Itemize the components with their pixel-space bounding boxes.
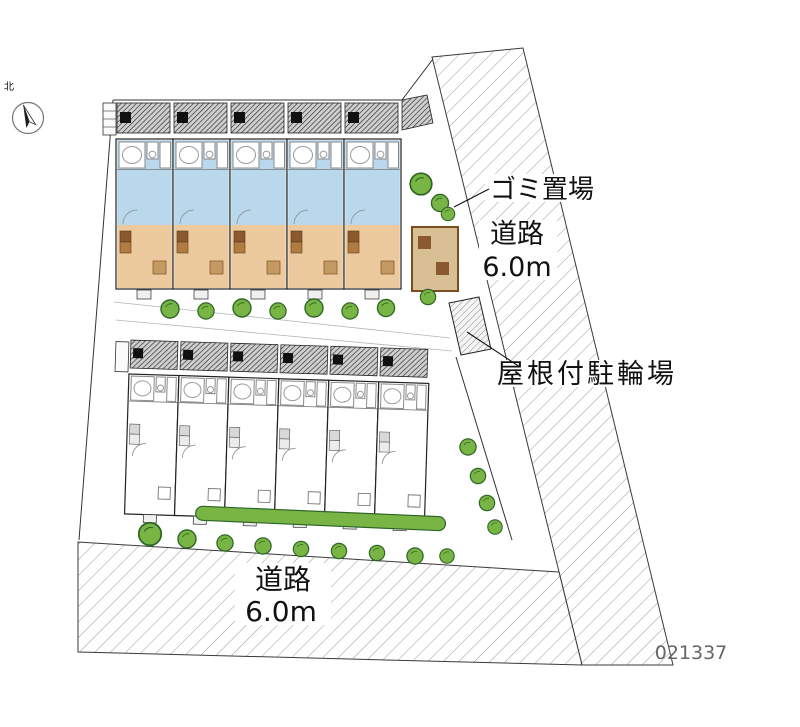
apartment-unit [373, 347, 431, 532]
garbage-label: ゴミ置場 [490, 175, 594, 205]
tree-icon [160, 299, 180, 319]
compass-label: 北 [4, 81, 14, 93]
road-right [431, 47, 674, 666]
garbage-leader-line [453, 188, 490, 208]
garbage-bin [436, 262, 449, 275]
tree-icon [216, 534, 234, 552]
plan-number: 021337 [655, 642, 728, 664]
tree-icon [487, 519, 503, 535]
compass-needle-icon [22, 104, 37, 129]
road-right-width-label: 6.0m [482, 252, 551, 283]
stairs-icon [114, 341, 130, 373]
tree-icon [406, 547, 424, 565]
tree-icon [269, 302, 287, 320]
label-mask [479, 220, 557, 280]
tree-icon [330, 542, 348, 560]
tree-icon [137, 521, 163, 547]
tree-icon [368, 544, 386, 562]
label-mask [485, 174, 597, 202]
apartment-unit [286, 102, 345, 300]
apartment-unit [172, 102, 231, 300]
apartment-unit [273, 344, 331, 529]
apartment-unit [343, 102, 402, 300]
apartment-unit [123, 339, 181, 525]
tree-icon [419, 288, 437, 306]
roof-canopy [401, 94, 434, 131]
tree-icon [177, 529, 197, 549]
bike-parking-label: 屋根付駐輪場 [497, 359, 677, 390]
tree-icon [304, 298, 324, 318]
tree-icon [469, 467, 487, 485]
tree-icon [409, 172, 433, 196]
tree-icon [439, 548, 455, 564]
label-mask [492, 360, 680, 387]
apartment-unit [173, 340, 231, 526]
building-south [114, 339, 431, 532]
road-bottom-label: 道路 [255, 563, 311, 596]
tree-icon [440, 206, 456, 222]
apartment-unit [229, 102, 288, 300]
tree-icon [254, 537, 272, 555]
tree-icon [376, 298, 396, 318]
north-compass: 北 [4, 81, 45, 135]
road-bottom-width-label: 6.0m [245, 595, 317, 628]
garbage-storage-area [411, 226, 459, 292]
site-boundary-line [78, 58, 513, 541]
tree-icon [232, 298, 252, 318]
tree-icon [478, 494, 496, 512]
tree-icon [459, 438, 477, 456]
tree-icon [292, 540, 310, 558]
apartment-unit [115, 102, 174, 300]
bike-parking-leader-line [466, 331, 521, 368]
garbage-bin [418, 236, 431, 249]
tree-icon [341, 302, 359, 320]
apartment-unit [323, 345, 381, 531]
hedge [195, 505, 447, 532]
apartment-unit [223, 342, 281, 528]
building-north [102, 94, 434, 300]
tree-icon [197, 302, 215, 320]
bicycle-parking-structure [448, 296, 492, 356]
label-mask [235, 563, 331, 625]
road-right-label: 道路 [490, 219, 544, 250]
